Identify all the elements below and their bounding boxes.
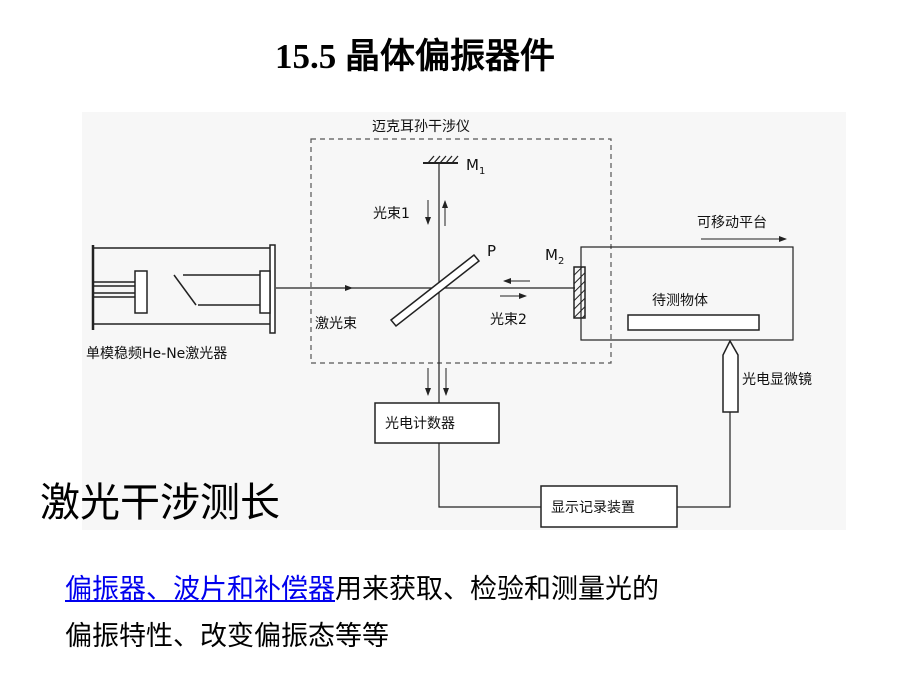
mirror-m1 — [423, 155, 459, 164]
polarizer-link[interactable]: 偏振器、波片和补偿器 — [65, 574, 335, 605]
mirror-m2 — [573, 266, 586, 319]
beam-splitter — [389, 253, 481, 328]
display-recorder — [540, 485, 678, 528]
platform-label: 可移动平台 — [697, 215, 767, 231]
microscope-label: 光电显微镜 — [742, 372, 812, 388]
interferometer-label: 迈克耳孙干涉仪 — [372, 119, 470, 135]
beam2-label: 光束2 — [490, 312, 527, 328]
object-label: 待测物体 — [652, 293, 708, 309]
object-under-test — [627, 314, 760, 331]
laser-beam-label: 激光束 — [315, 315, 357, 332]
interferometer-boundary — [310, 138, 612, 364]
photoelectric-microscope — [722, 339, 739, 413]
movable-platform — [580, 246, 794, 341]
display-to-microscope-wire — [677, 412, 731, 508]
slide-subtitle: 激光干涉测长 — [40, 480, 280, 526]
paragraph-text-2: 偏振特性、改变偏振态等等 — [65, 621, 389, 652]
laser-label: 单模稳频He-Ne激光器 — [86, 345, 227, 362]
photoelectric-counter — [374, 402, 500, 444]
display-label: 显示记录装置 — [551, 500, 635, 516]
slide-title: 15.5 晶体偏振器件 — [274, 37, 555, 76]
beam1-label: 光束1 — [373, 206, 410, 222]
counter-label: 光电计数器 — [385, 416, 455, 432]
mirror-m1-label: M1 — [466, 156, 485, 177]
mirror-m2-label: M2 — [545, 246, 564, 267]
splitter-label: P — [487, 242, 496, 260]
counter-to-display-wire — [438, 443, 541, 508]
slide-paragraph: 偏振器、波片和补偿器用来获取、检验和测量光的偏振特性、改变偏振态等等 — [65, 566, 885, 660]
laser-device — [91, 244, 276, 334]
paragraph-text-1: 用来获取、检验和测量光的 — [335, 574, 659, 605]
